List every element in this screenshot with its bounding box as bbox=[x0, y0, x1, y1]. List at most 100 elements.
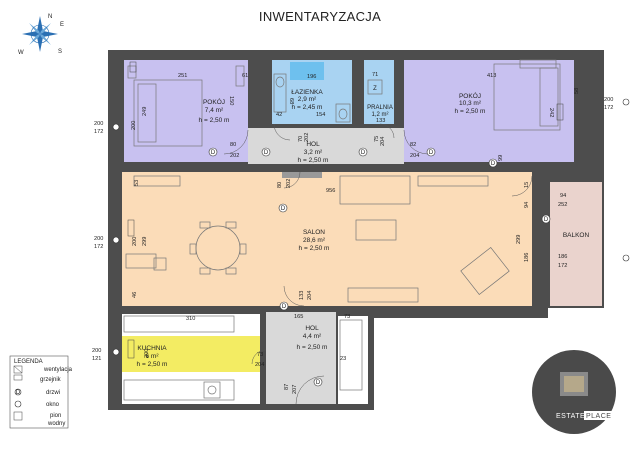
chair bbox=[153, 257, 167, 271]
radiator-markers bbox=[127, 61, 564, 359]
svg-text:251: 251 bbox=[178, 73, 187, 79]
svg-text:2,9 m²: 2,9 m² bbox=[298, 96, 317, 103]
svg-text:150: 150 bbox=[228, 96, 234, 105]
svg-text:204: 204 bbox=[307, 291, 313, 300]
room-salon bbox=[122, 172, 532, 306]
svg-text:200: 200 bbox=[94, 121, 103, 127]
svg-text:70: 70 bbox=[298, 136, 304, 142]
svg-text:46: 46 bbox=[132, 292, 138, 298]
svg-text:186: 186 bbox=[558, 254, 567, 260]
svg-text:D: D bbox=[316, 380, 321, 386]
kitchen-counter bbox=[123, 315, 235, 401]
svg-text:413: 413 bbox=[487, 73, 496, 79]
bath-fixtures bbox=[273, 62, 351, 123]
compass-e: E bbox=[60, 22, 64, 28]
svg-text:73: 73 bbox=[257, 352, 263, 358]
svg-text:200: 200 bbox=[92, 348, 101, 354]
svg-text:80: 80 bbox=[230, 142, 236, 148]
svg-text:87: 87 bbox=[284, 384, 290, 390]
svg-text:KUCHNIA: KUCHNIA bbox=[137, 345, 167, 352]
svg-text:172: 172 bbox=[94, 129, 103, 135]
svg-text:D: D bbox=[491, 161, 496, 167]
svg-text:68: 68 bbox=[288, 98, 294, 104]
svg-text:202: 202 bbox=[286, 179, 292, 188]
riser-icon bbox=[13, 411, 23, 421]
room-hol-top bbox=[248, 128, 404, 164]
svg-text:6 m²: 6 m² bbox=[146, 353, 160, 360]
svg-text:15: 15 bbox=[524, 182, 530, 188]
svg-text:D: D bbox=[264, 150, 269, 156]
window-markers bbox=[112, 98, 630, 356]
compass-w: W bbox=[18, 50, 24, 56]
room-hol-bottom bbox=[266, 312, 336, 404]
window-icon bbox=[14, 400, 22, 408]
coffee-table bbox=[355, 219, 397, 241]
svg-text:42: 42 bbox=[276, 112, 282, 118]
svg-text:200: 200 bbox=[131, 121, 137, 130]
svg-text:133: 133 bbox=[299, 291, 305, 300]
svg-text:7,4 m²: 7,4 m² bbox=[205, 107, 224, 114]
washer-icon: Z bbox=[367, 79, 383, 95]
svg-text:HOL: HOL bbox=[305, 325, 319, 332]
svg-text:4,4 m²: 4,4 m² bbox=[303, 333, 322, 340]
svg-text:h = 2,50 m: h = 2,50 m bbox=[299, 245, 330, 252]
svg-text:73: 73 bbox=[344, 314, 350, 320]
svg-text:D: D bbox=[544, 217, 549, 223]
room-pokoj-right bbox=[404, 60, 574, 162]
svg-text:D: D bbox=[16, 390, 21, 396]
svg-text:61: 61 bbox=[242, 73, 248, 79]
svg-text:h = 2,50 m: h = 2,50 m bbox=[298, 157, 329, 164]
door-swings bbox=[223, 123, 533, 405]
label-lazienka: ŁAZIENKA 2,9 m² h = 2,45 m bbox=[291, 89, 323, 111]
svg-text:ŁAZIENKA: ŁAZIENKA bbox=[291, 89, 323, 96]
kitchen-unit-salon bbox=[282, 172, 322, 178]
svg-text:h = 2,45 m: h = 2,45 m bbox=[292, 104, 323, 111]
legend-item-grzejnik: grzejnik bbox=[40, 377, 62, 383]
svg-text:h = 2,50 m: h = 2,50 m bbox=[137, 361, 168, 368]
svg-text:1,2 m²: 1,2 m² bbox=[371, 112, 388, 118]
svg-text:POKÓJ: POKÓJ bbox=[459, 91, 481, 100]
svg-text:D: D bbox=[281, 206, 286, 212]
wardrobe-salon-right bbox=[417, 175, 489, 187]
svg-text:299: 299 bbox=[516, 235, 522, 244]
svg-text:HOL: HOL bbox=[306, 141, 320, 148]
svg-text:154: 154 bbox=[316, 112, 325, 118]
room-kuchnia-upper bbox=[122, 314, 260, 336]
door-icon bbox=[14, 388, 22, 396]
svg-text:D: D bbox=[211, 150, 216, 156]
svg-text:207: 207 bbox=[292, 385, 298, 394]
svg-text:94: 94 bbox=[524, 202, 530, 208]
legend-item-pion: pion bbox=[50, 413, 61, 419]
label-hol-bottom: HOL 4,4 m² h = 2,50 m bbox=[297, 325, 328, 351]
room-kuchnia-lower bbox=[122, 372, 260, 404]
svg-text:3,2 m²: 3,2 m² bbox=[304, 149, 323, 156]
bed-left bbox=[127, 65, 203, 147]
svg-text:D: D bbox=[429, 150, 434, 156]
svg-text:82: 82 bbox=[410, 142, 416, 148]
svg-text:121: 121 bbox=[92, 356, 101, 362]
label-pokoj-left: POKÓJ 7,4 m² h = 2,50 m bbox=[199, 97, 230, 124]
label-hol-top: HOL 3,2 m² h = 2,50 m bbox=[298, 141, 329, 164]
dimension-labels: 251 61 150 249 200 196 42 154 68 71 133 … bbox=[92, 72, 613, 394]
svg-text:172: 172 bbox=[94, 244, 103, 250]
svg-text:D: D bbox=[361, 150, 366, 156]
svg-text:200: 200 bbox=[132, 237, 138, 246]
svg-text:252: 252 bbox=[558, 202, 567, 208]
room-pralnia bbox=[364, 60, 394, 124]
legend-title: LEGENDA bbox=[14, 359, 43, 365]
logo-text-accent: PLACE bbox=[586, 413, 611, 420]
compass-s: S bbox=[58, 49, 62, 55]
svg-text:23: 23 bbox=[340, 356, 346, 362]
svg-text:94: 94 bbox=[560, 193, 566, 199]
legend-item-wentylacja: wentylacja bbox=[43, 367, 73, 373]
svg-text:71: 71 bbox=[372, 72, 378, 78]
svg-text:10,3 m²: 10,3 m² bbox=[459, 100, 482, 107]
wardrobe-salon-left bbox=[133, 175, 181, 187]
compass-n: N bbox=[48, 14, 52, 20]
dining-table bbox=[189, 221, 247, 275]
desk bbox=[125, 253, 157, 269]
svg-text:Z: Z bbox=[373, 86, 377, 92]
svg-text:956: 956 bbox=[326, 188, 335, 194]
svg-text:h = 2,50 m: h = 2,50 m bbox=[199, 117, 230, 124]
